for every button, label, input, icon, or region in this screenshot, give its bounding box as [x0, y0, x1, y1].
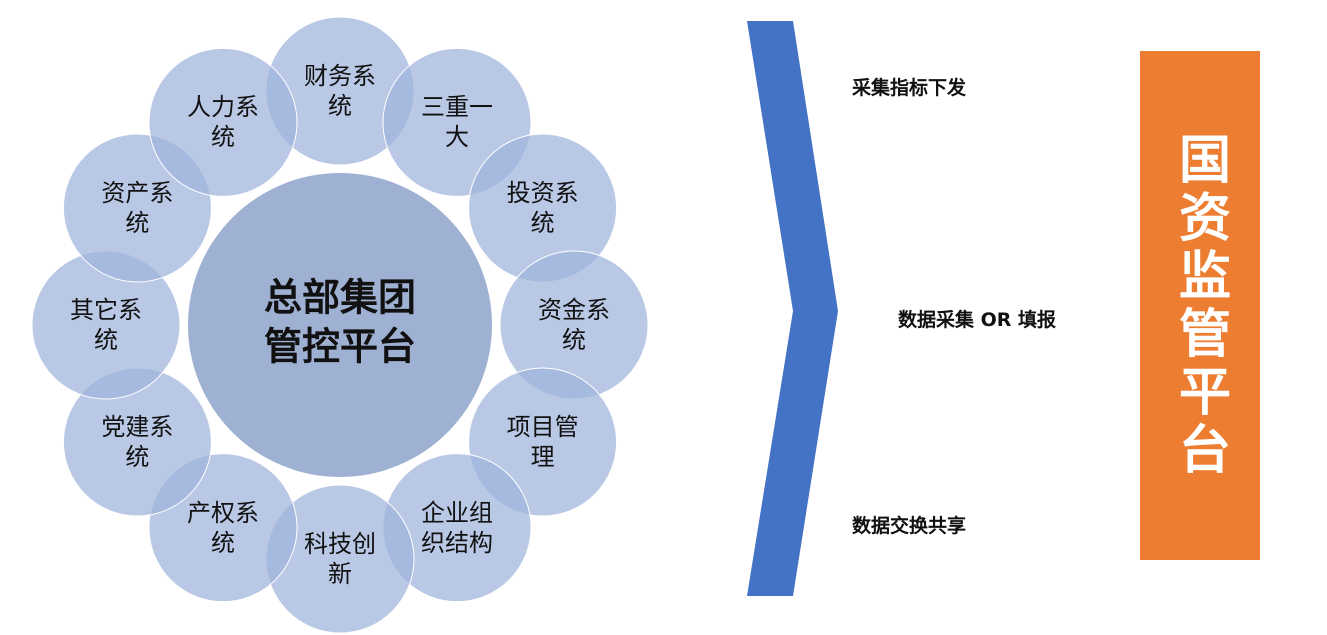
satellite-label: 企业组 织结构 [421, 498, 493, 557]
satellite-circle [148, 47, 298, 197]
flow-label-bottom: 数据交换共享 [852, 515, 967, 537]
flow-label-top: 采集指标下发 [852, 77, 967, 99]
center-circle [188, 173, 492, 477]
satellite-label: 产权系 统 [187, 498, 259, 557]
flow-label-middle: 数据采集 OR 填报 [898, 309, 1057, 331]
satellite-label: 财务系 统 [304, 62, 376, 120]
satellite-label: 党建系 统 [101, 413, 174, 471]
satellite-label: 三重一 大 [421, 93, 493, 152]
target-platform-box: 国资监管平台 [1140, 51, 1260, 560]
satellite-label: 项目管 理 [506, 413, 579, 471]
center-platform-label: 总部集团 管控平台 [263, 275, 417, 369]
satellite-label: 人力系 统 [187, 93, 259, 152]
satellite-label: 科技创 新 [304, 530, 376, 588]
circle-group [31, 16, 649, 634]
satellite-label: 投资系 统 [506, 179, 579, 237]
satellite-label: 其它系 统 [70, 296, 142, 354]
satellite-label: 资金系 统 [538, 296, 610, 354]
chevron-arrow [747, 21, 838, 596]
target-platform-label: 国资监管平台 [1169, 131, 1230, 480]
satellite-label: 资产系 统 [101, 179, 174, 237]
